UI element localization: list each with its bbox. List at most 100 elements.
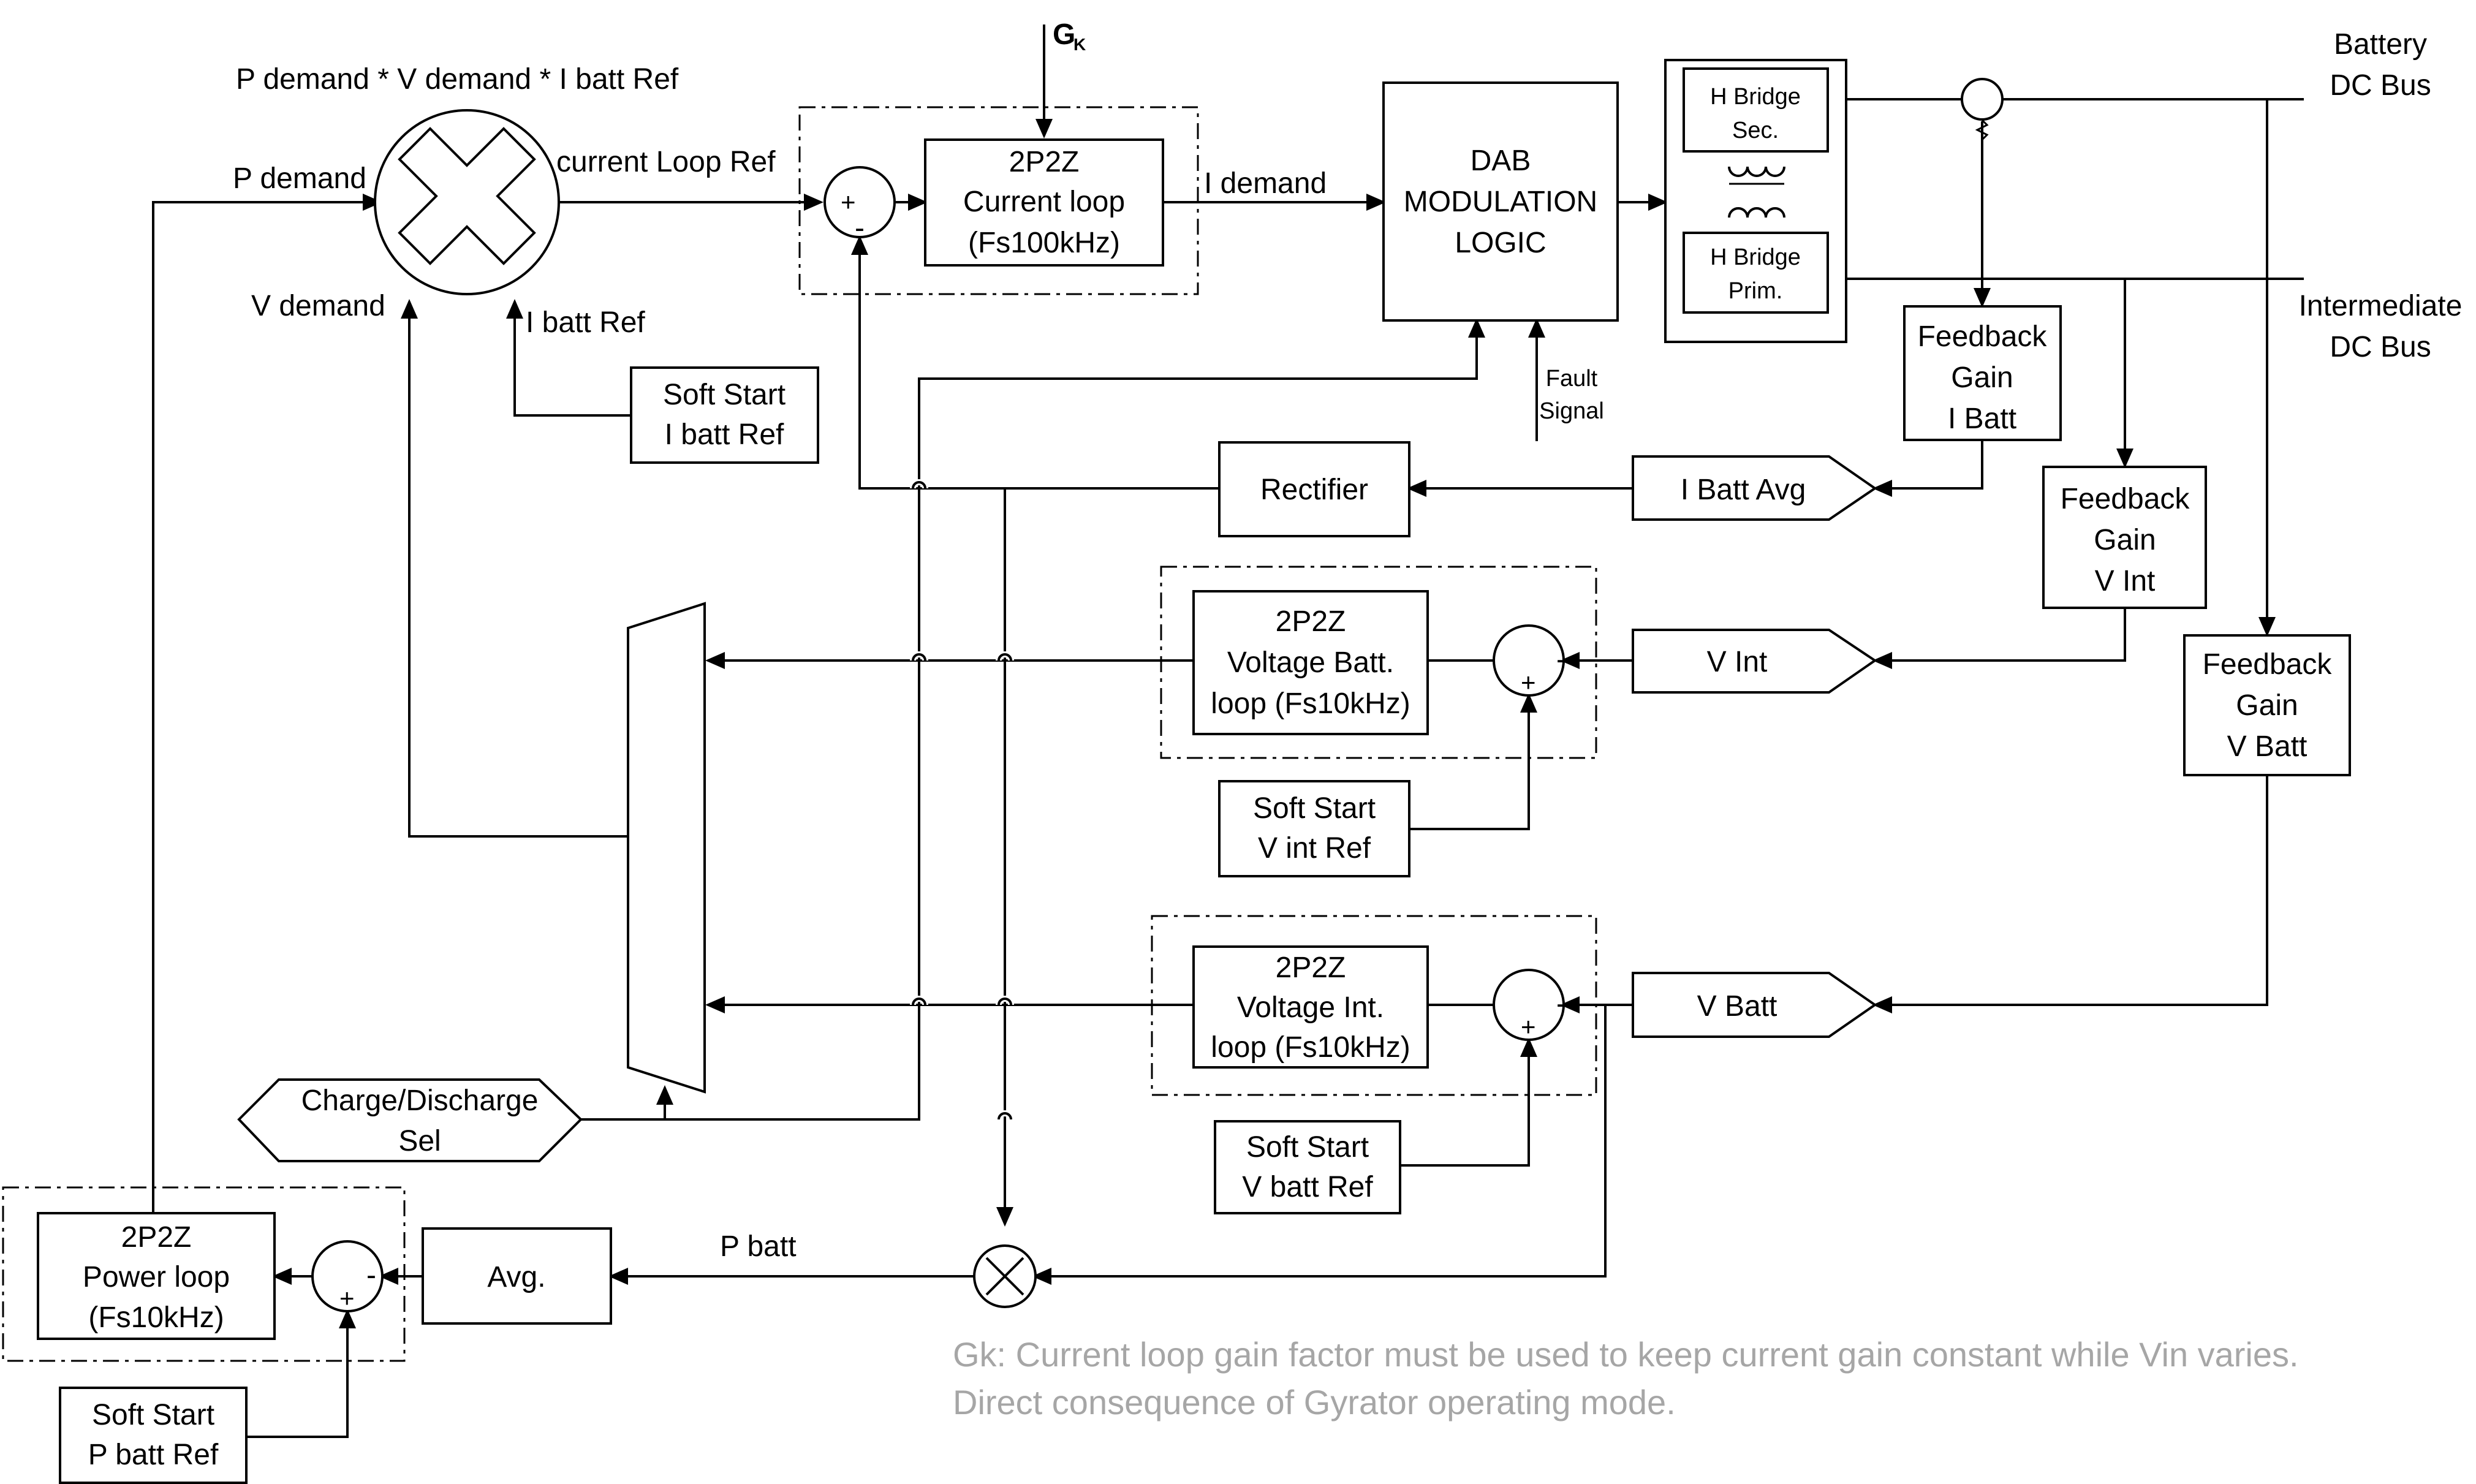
- mode-multiplexer: [627, 602, 706, 1094]
- svg-text:Current loop: Current loop: [963, 186, 1125, 218]
- svg-text:Signal: Signal: [1539, 398, 1604, 424]
- p-batt-label: P batt: [720, 1230, 797, 1263]
- svg-text:loop (Fs10kHz): loop (Fs10kHz): [1211, 1031, 1410, 1064]
- svg-text:Charge/Discharge: Charge/Discharge: [301, 1085, 539, 1117]
- gk-label: G K: [1053, 18, 1086, 54]
- svg-text:P batt Ref: P batt Ref: [88, 1439, 219, 1471]
- power-loop-summer: - +: [311, 1240, 384, 1312]
- svg-text:+: +: [1521, 1012, 1536, 1041]
- svg-text:I batt Ref: I batt Ref: [665, 418, 784, 451]
- svg-text:(Fs100kHz): (Fs100kHz): [968, 227, 1120, 259]
- svg-text:K: K: [1073, 35, 1086, 54]
- svg-text:Gk: Current loop gain factor m: Gk: Current loop gain factor must be use…: [953, 1335, 2299, 1374]
- svg-text:+: +: [1521, 668, 1536, 697]
- v-demand-label: V demand: [251, 290, 385, 322]
- svg-text:Soft Start: Soft Start: [663, 379, 786, 411]
- p-demand-label: P demand: [233, 162, 366, 195]
- svg-text:-: -: [366, 1259, 376, 1292]
- svg-text:I Batt Avg: I Batt Avg: [1681, 474, 1806, 506]
- svg-text:-: -: [1556, 988, 1566, 1020]
- product-formula-label: P demand * V demand * I batt Ref: [236, 63, 679, 96]
- voltage-batt-summer: - +: [1493, 624, 1566, 697]
- soft-start-i-batt-ref-block: Soft Start I batt Ref: [630, 366, 819, 464]
- svg-text:H Bridge: H Bridge: [1710, 84, 1801, 110]
- svg-text:Voltage Int.: Voltage Int.: [1237, 991, 1384, 1024]
- feedback-gain-v-batt-block: Feedback Gain V Batt: [2183, 634, 2351, 776]
- voltage-batt-loop-group: [1160, 566, 1597, 759]
- svg-text:Voltage Batt.: Voltage Batt.: [1227, 646, 1394, 679]
- intermediate-dc-bus-label: Intermediate DC Bus: [2299, 290, 2463, 363]
- svg-text:2P2Z: 2P2Z: [121, 1221, 192, 1254]
- svg-text:Soft Start: Soft Start: [1246, 1131, 1369, 1164]
- feedback-gain-v-int-block: Feedback Gain V Int: [2042, 466, 2207, 609]
- soft-start-v-batt-ref-block: Soft Start V batt Ref: [1214, 1120, 1401, 1214]
- svg-text:DC Bus: DC Bus: [2330, 69, 2431, 102]
- v-int-buffer: V Int: [1632, 629, 1877, 694]
- fault-signal-label: Fault Signal: [1539, 366, 1604, 424]
- svg-text:-: -: [855, 212, 865, 244]
- gk-note: Gk: Current loop gain factor must be use…: [953, 1335, 2299, 1422]
- svg-text:Gain: Gain: [2236, 689, 2298, 722]
- avg-block: Avg.: [422, 1227, 612, 1325]
- current-loop-ref-label: current Loop Ref: [556, 146, 776, 178]
- svg-text:V Int: V Int: [2095, 565, 2156, 597]
- svg-text:Avg.: Avg.: [487, 1261, 545, 1293]
- svg-text:Prim.: Prim.: [1728, 278, 1783, 304]
- svg-text:2P2Z: 2P2Z: [1276, 605, 1346, 638]
- svg-text:LOGIC: LOGIC: [1455, 227, 1546, 259]
- svg-text:2P2Z: 2P2Z: [1276, 952, 1346, 984]
- svg-text:Feedback: Feedback: [1918, 320, 2048, 353]
- svg-text:V Int: V Int: [1707, 646, 1768, 678]
- rectifier-block: Rectifier: [1218, 441, 1410, 537]
- svg-text:+: +: [841, 187, 856, 216]
- svg-text:I Batt: I Batt: [1948, 403, 2016, 435]
- feedback-gain-i-batt-block: Feedback Gain I Batt: [1903, 305, 2062, 441]
- voltage-int-loop-block: 2P2Z Voltage Int. loop (Fs10kHz): [1192, 945, 1429, 1069]
- i-demand-label: I demand: [1204, 167, 1327, 200]
- svg-text:V batt Ref: V batt Ref: [1242, 1171, 1373, 1203]
- svg-text:Gain: Gain: [1951, 362, 2013, 394]
- svg-text:loop (Fs10kHz): loop (Fs10kHz): [1211, 687, 1410, 720]
- current-loop-summer: + -: [823, 166, 896, 244]
- current-loop-block: 2P2Z Current loop (Fs100kHz): [924, 138, 1164, 267]
- svg-text:Rectifier: Rectifier: [1260, 474, 1368, 506]
- svg-text:DAB: DAB: [1471, 145, 1531, 177]
- v-batt-buffer: V Batt: [1632, 972, 1877, 1038]
- svg-text:Fault: Fault: [1546, 366, 1598, 392]
- i-batt-ref-label: I batt Ref: [526, 306, 645, 339]
- wire-crossings: [910, 479, 1014, 1120]
- current-sensor-icon: [1961, 78, 2004, 141]
- transformer-icon: [1728, 166, 1785, 218]
- svg-text:Gain: Gain: [2094, 524, 2156, 556]
- h-bridge-group: H Bridge Sec. H Bridge Prim.: [1664, 59, 1847, 343]
- svg-text:Soft Start: Soft Start: [92, 1399, 214, 1431]
- svg-text:V Batt: V Batt: [2227, 730, 2308, 763]
- signal-wires: [152, 25, 2304, 1438]
- power-loop-group: [2, 1186, 406, 1362]
- svg-text:Sel: Sel: [398, 1125, 441, 1157]
- svg-text:2P2Z: 2P2Z: [1009, 146, 1080, 178]
- svg-text:H Bridge: H Bridge: [1710, 244, 1801, 270]
- power-multiplier: [973, 1244, 1037, 1308]
- svg-text:Power loop: Power loop: [83, 1261, 230, 1293]
- voltage-batt-loop-block: 2P2Z Voltage Batt. loop (Fs10kHz): [1192, 590, 1429, 735]
- svg-text:Direct consequence of Gyrator: Direct consequence of Gyrator operating …: [953, 1383, 1676, 1422]
- charge-discharge-sel-block: Charge/Discharge Sel: [237, 1078, 583, 1162]
- svg-text:Battery: Battery: [2334, 28, 2427, 61]
- svg-text:Soft Start: Soft Start: [1253, 792, 1376, 825]
- svg-text:+: +: [339, 1284, 355, 1312]
- voltage-int-loop-group: [1151, 915, 1597, 1096]
- battery-dc-bus-label: Battery DC Bus: [2330, 28, 2431, 102]
- soft-start-v-int-ref-block: Soft Start V int Ref: [1218, 780, 1410, 877]
- svg-text:MODULATION: MODULATION: [1404, 186, 1597, 218]
- demand-multiplier: [374, 109, 560, 295]
- svg-text:Sec.: Sec.: [1732, 118, 1779, 143]
- svg-text:G: G: [1053, 18, 1075, 51]
- svg-text:(Fs10kHz): (Fs10kHz): [88, 1301, 224, 1334]
- i-batt-avg-buffer: I Batt Avg: [1632, 455, 1877, 521]
- svg-text:DC Bus: DC Bus: [2330, 331, 2431, 363]
- dab-modulation-logic-block: DAB MODULATION LOGIC: [1382, 81, 1619, 322]
- svg-text:V int Ref: V int Ref: [1258, 832, 1371, 865]
- soft-start-p-batt-ref-block: Soft Start P batt Ref: [59, 1387, 248, 1484]
